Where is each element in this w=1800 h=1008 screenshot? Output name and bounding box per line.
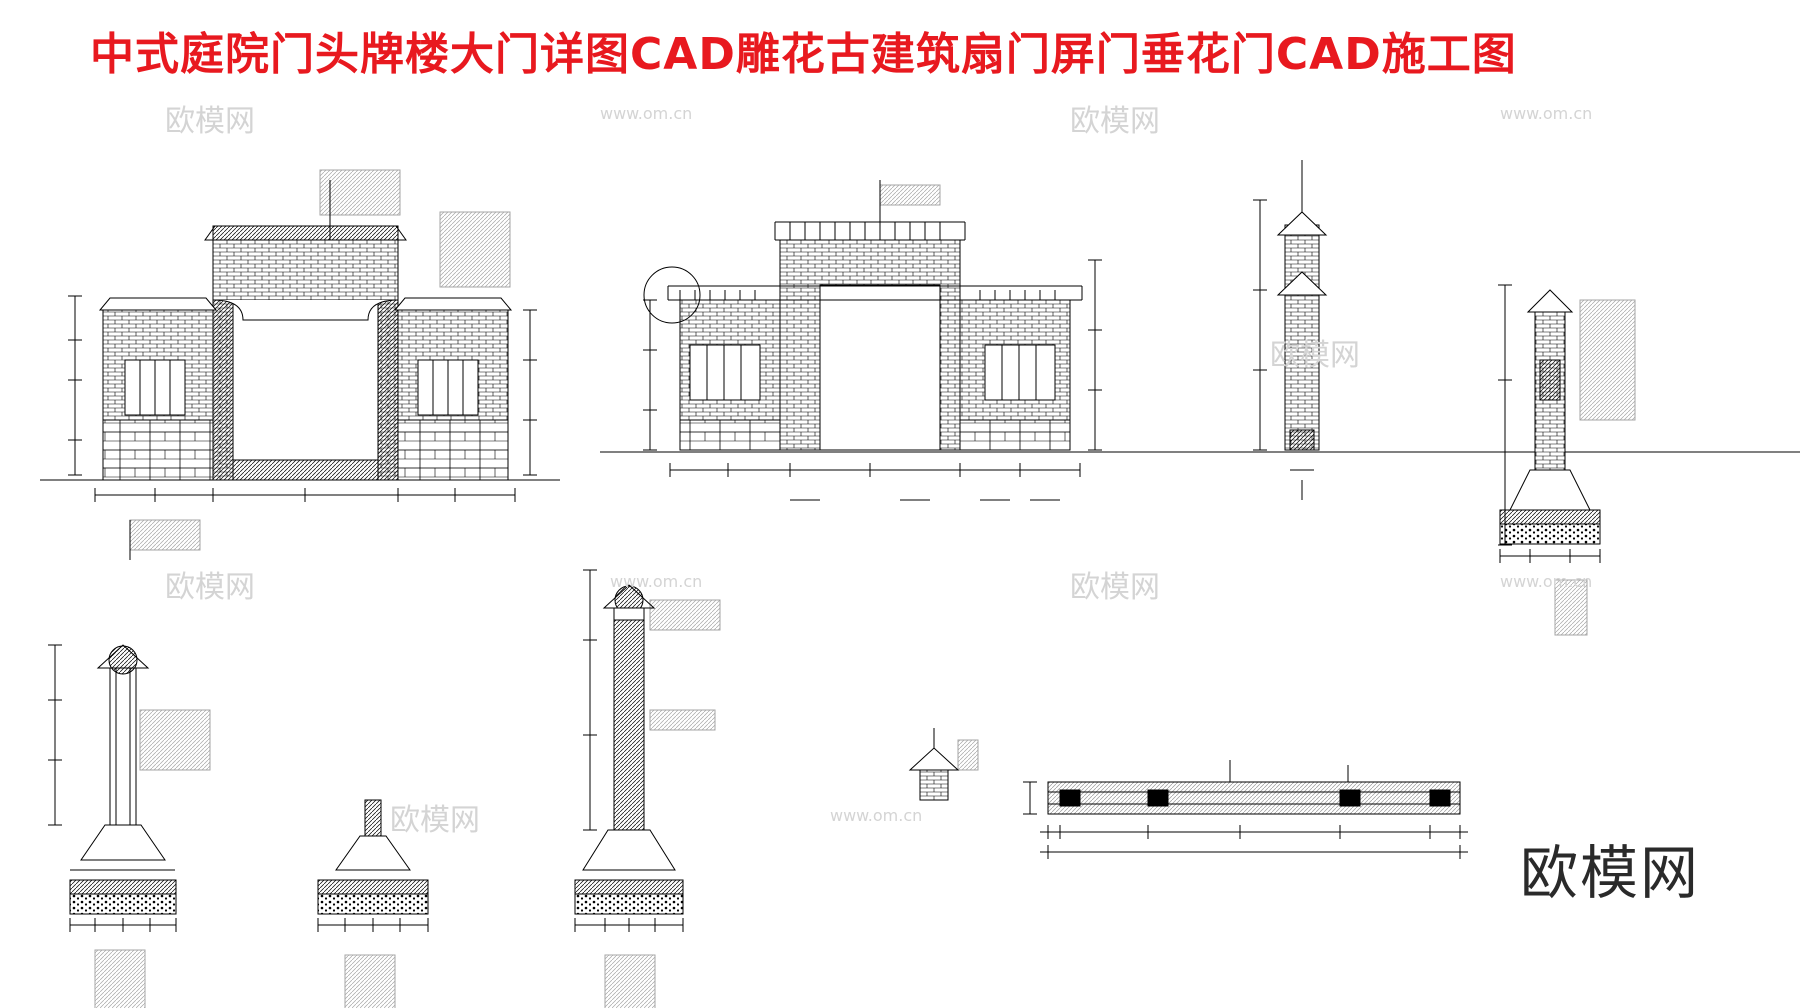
watermark-logo: 欧模网 (165, 104, 255, 139)
front-elevation-a (40, 169, 560, 560)
watermark-logo: 欧模网 (1070, 104, 1160, 139)
watermark-url: www.om.cn (830, 806, 923, 825)
watermark-url: www.om.cn (1500, 104, 1593, 123)
pillar-section-tall (574, 569, 721, 1008)
side-section-5 (1253, 160, 1328, 500)
page-title: 中式庭院门头牌楼大门详图CAD雕花古建筑扇门屏门垂花门CAD施工图 (90, 29, 1517, 80)
pillar-section-left (48, 644, 211, 1008)
watermark-logo: 欧模网 (165, 570, 255, 605)
footing-section-small (317, 799, 429, 1008)
cap-detail (908, 728, 979, 801)
front-elevation-b (600, 180, 1800, 501)
watermark-logo: 欧模网 (1270, 338, 1360, 373)
brand-logo: 欧模网 (1519, 839, 1700, 907)
plan-strip (1023, 760, 1468, 859)
watermark-logo: 欧模网 (1070, 570, 1160, 605)
watermark-url: www.om.cn (610, 572, 703, 591)
watermark-url: www.om.cn (1500, 572, 1593, 591)
watermark-url: www.om.cn (600, 104, 693, 123)
wall-section-right (1498, 284, 1636, 636)
watermark-logo: 欧模网 (390, 803, 480, 838)
